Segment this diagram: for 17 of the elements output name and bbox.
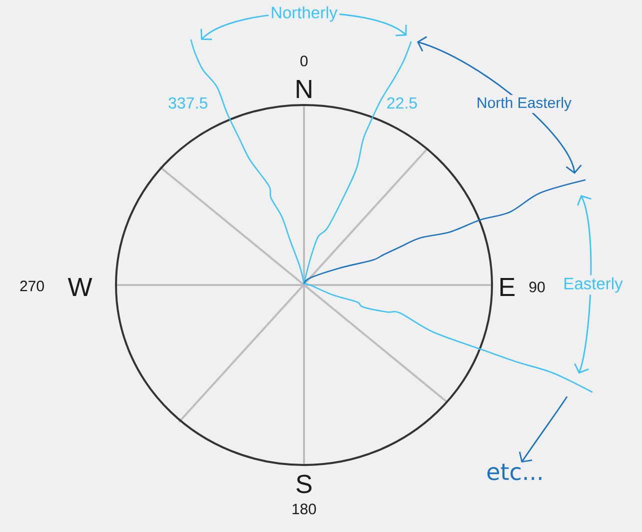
direction-letter: S bbox=[296, 474, 312, 494]
edge-label: North Easterly bbox=[474, 95, 574, 113]
degree-label: 337.5 bbox=[168, 97, 208, 109]
direction-letter: W bbox=[68, 278, 92, 296]
edge-label: Northerly bbox=[268, 4, 340, 24]
direction-letter: N bbox=[296, 80, 312, 98]
degree-label: 270 bbox=[20, 280, 44, 292]
annotation: etc... bbox=[487, 464, 542, 480]
degree-label: 22.5 bbox=[387, 97, 417, 109]
arrow bbox=[518, 396, 568, 463]
edge-label: Easterly bbox=[561, 275, 625, 295]
degree-label: 0 bbox=[300, 56, 308, 66]
degree-label: 180 bbox=[292, 504, 316, 514]
arrow bbox=[416, 36, 582, 174]
direction-letter: E bbox=[500, 278, 515, 296]
arrow bbox=[574, 195, 592, 374]
degree-label: 90 bbox=[529, 282, 545, 292]
